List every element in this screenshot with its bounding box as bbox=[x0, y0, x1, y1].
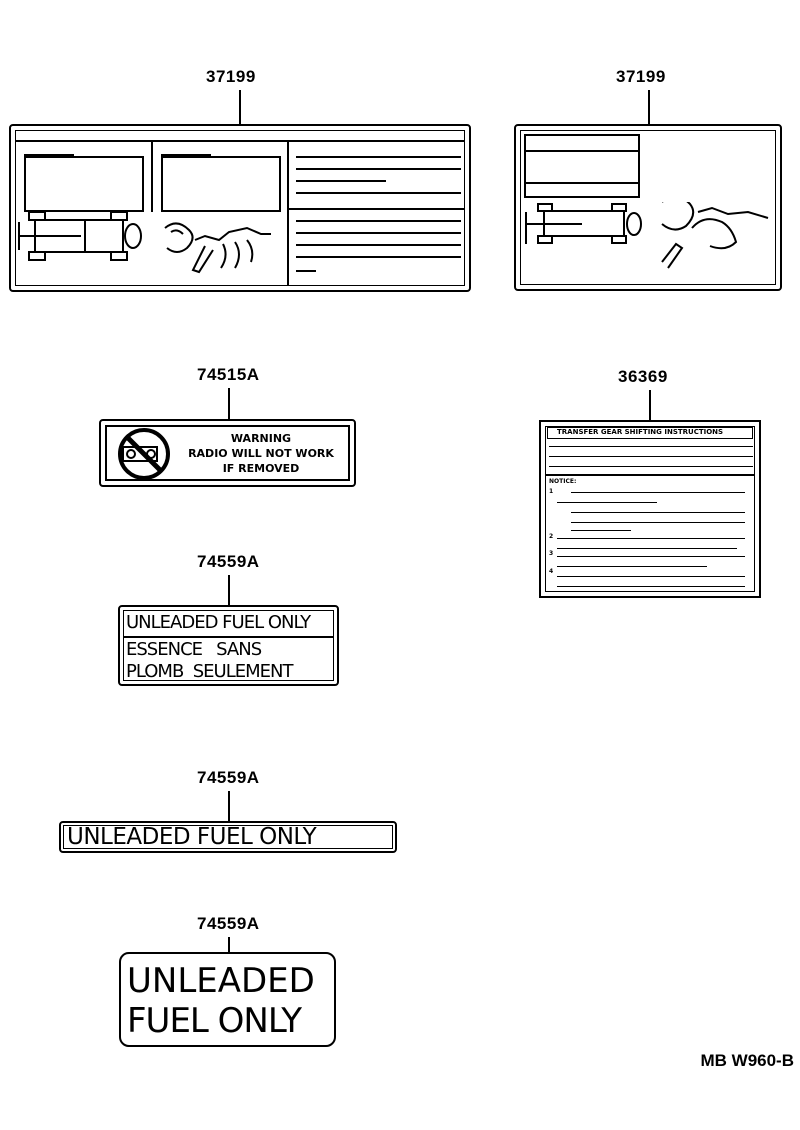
text-line bbox=[549, 456, 753, 457]
text-line bbox=[296, 168, 461, 170]
text-line bbox=[557, 548, 737, 549]
text-line bbox=[557, 586, 745, 587]
part-number-74559a-wide: 74559A bbox=[197, 768, 260, 787]
leader-line bbox=[649, 390, 651, 420]
label-inner-border bbox=[105, 425, 350, 481]
panel-caption bbox=[161, 154, 211, 156]
part-number-37199-left: 37199 bbox=[206, 67, 256, 86]
label-transfer-gear: TRANSFER GEAR SHIFTING INSTRUCTIONS NOTI… bbox=[539, 420, 761, 598]
no-radio-icon bbox=[118, 428, 170, 480]
text-line bbox=[296, 220, 461, 222]
divider bbox=[151, 140, 153, 212]
text-line bbox=[557, 538, 745, 539]
divider bbox=[123, 636, 334, 638]
leader-line bbox=[228, 388, 230, 420]
text-line bbox=[296, 180, 386, 182]
text-line bbox=[571, 512, 745, 513]
leader-line bbox=[648, 90, 650, 124]
divider bbox=[287, 140, 289, 286]
display-panel-2 bbox=[161, 156, 281, 212]
fuel-wide-text: UNLEADED FUEL ONLY bbox=[67, 824, 317, 850]
text-line bbox=[571, 492, 745, 493]
vehicle-shift-illustration bbox=[525, 202, 769, 269]
panel-divider bbox=[524, 150, 640, 152]
label-unleaded-fuel-square: UNLEADED FUEL ONLY bbox=[119, 952, 336, 1047]
step-2: 2 bbox=[549, 533, 554, 540]
panel-caption bbox=[24, 154, 74, 156]
divider bbox=[287, 208, 465, 210]
part-number-36369: 36369 bbox=[618, 367, 668, 386]
fuel-line-3: PLOMB SEULEMENT bbox=[126, 661, 293, 682]
drawing-code: MB W960-B bbox=[700, 1051, 794, 1070]
text-line bbox=[296, 192, 461, 194]
fuel-square-line-1: UNLEADED bbox=[127, 961, 315, 1001]
part-number-74559a-bilingual: 74559A bbox=[197, 552, 260, 571]
text-line bbox=[296, 270, 316, 272]
transfer-title: TRANSFER GEAR SHIFTING INSTRUCTIONS bbox=[557, 428, 724, 436]
leader-line bbox=[228, 937, 230, 953]
leader-line bbox=[239, 90, 241, 124]
text-line bbox=[557, 576, 745, 577]
text-line bbox=[571, 530, 631, 531]
fuel-line-1: UNLEADED FUEL ONLY bbox=[126, 612, 311, 633]
step-4: 4 bbox=[549, 568, 554, 575]
vehicle-shift-illustration bbox=[18, 211, 271, 274]
warning-text: WARNING RADIO WILL NOT WORK IF REMOVED bbox=[173, 431, 349, 476]
text-line bbox=[296, 244, 461, 246]
text-line bbox=[296, 156, 461, 158]
warning-title: WARNING bbox=[230, 432, 292, 445]
label-inner-border bbox=[520, 130, 776, 285]
part-number-37199-right: 37199 bbox=[616, 67, 666, 86]
part-number-74559a-square: 74559A bbox=[197, 914, 260, 933]
text-line bbox=[557, 566, 707, 567]
warning-line-2: RADIO WILL NOT WORK bbox=[188, 447, 334, 460]
panel-divider bbox=[524, 182, 640, 184]
label-unleaded-fuel-bilingual: UNLEADED FUEL ONLY ESSENCE SANS PLOMB SE… bbox=[118, 605, 339, 686]
text-line bbox=[557, 556, 745, 557]
text-line bbox=[549, 466, 753, 467]
leader-line bbox=[228, 575, 230, 606]
fuel-line-2: ESSENCE SANS bbox=[126, 639, 262, 660]
label-inner-border bbox=[63, 825, 393, 849]
label-unleaded-fuel-wide: UNLEADED FUEL ONLY bbox=[59, 821, 397, 853]
label-inner-border bbox=[123, 610, 334, 681]
text-line bbox=[571, 522, 745, 523]
text-line bbox=[549, 446, 753, 447]
label-radio-warning: WARNING RADIO WILL NOT WORK IF REMOVED bbox=[99, 419, 356, 487]
divider bbox=[545, 474, 755, 476]
title-box bbox=[547, 427, 753, 439]
display-panel-1 bbox=[24, 156, 144, 212]
part-number-74515a: 74515A bbox=[197, 365, 260, 384]
text-line bbox=[557, 502, 657, 503]
notice-heading: NOTICE: bbox=[549, 478, 577, 485]
label-strip bbox=[15, 140, 465, 142]
warning-line-3: IF REMOVED bbox=[222, 462, 300, 475]
step-1: 1 bbox=[549, 488, 554, 495]
label-inner-border bbox=[545, 426, 755, 592]
label-37199-compact bbox=[514, 124, 782, 291]
fuel-square-line-2: FUEL ONLY bbox=[127, 1001, 302, 1041]
display-panel bbox=[524, 134, 640, 198]
label-37199-wide bbox=[9, 124, 471, 292]
text-line bbox=[296, 256, 461, 258]
text-line bbox=[296, 232, 461, 234]
leader-line bbox=[228, 791, 230, 822]
step-3: 3 bbox=[549, 550, 554, 557]
